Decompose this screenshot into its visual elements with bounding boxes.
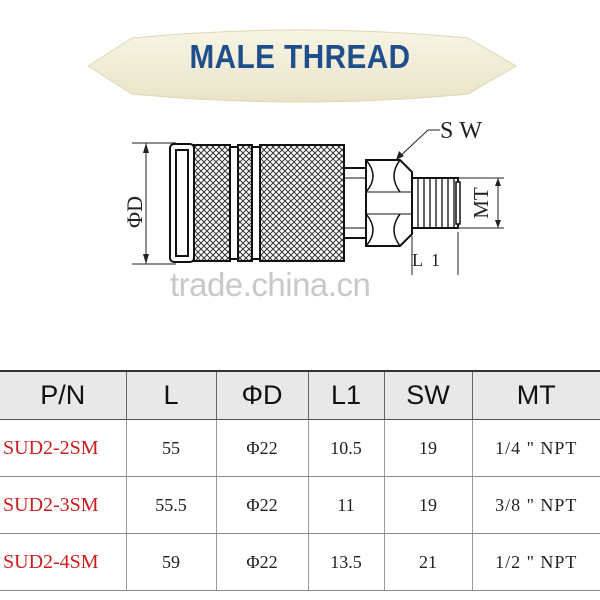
body-tube bbox=[343, 167, 367, 239]
mt-cell: 1/4 " NPT bbox=[471, 419, 600, 477]
diameter-label: ΦD bbox=[122, 196, 147, 228]
part-number: SUD2-4SM bbox=[0, 533, 126, 591]
hex-nut bbox=[365, 159, 413, 247]
page-title: MALE THREAD bbox=[189, 38, 411, 75]
mt-cell: 1/2 " NPT bbox=[471, 533, 600, 591]
table-row: SUD2-3SM 55.5 Φ22 11 19 3/8 " NPT bbox=[0, 476, 600, 534]
table-header-row: P/N L ΦD L1 SW MT bbox=[0, 370, 600, 420]
column-header-pn: P/N bbox=[0, 370, 126, 420]
diameter-cell: Φ22 bbox=[215, 419, 308, 477]
column-header-d: ΦD bbox=[215, 370, 308, 420]
column-header-sw: SW bbox=[383, 370, 472, 420]
column-header-l1: L1 bbox=[307, 370, 384, 420]
column-header-l: L bbox=[125, 370, 216, 420]
l1-dimension: L1 bbox=[411, 232, 459, 275]
diameter-cell: Φ22 bbox=[215, 533, 308, 591]
diameter-cell: Φ22 bbox=[215, 476, 308, 534]
sw-cell: 21 bbox=[383, 533, 472, 591]
watermark: trade.china.cn bbox=[170, 266, 371, 303]
l1-cell: 11 bbox=[307, 476, 384, 534]
table-row: SUD2-2SM 55 Φ22 10.5 19 1/4 " NPT bbox=[0, 419, 600, 477]
length-cell: 59 bbox=[125, 533, 216, 591]
part-number: SUD2-3SM bbox=[0, 476, 126, 534]
spec-table: P/N L ΦD L1 SW MT SUD2-2SM 55 Φ22 10.5 1… bbox=[0, 370, 600, 591]
part-number: SUD2-2SM bbox=[0, 419, 126, 477]
sw-label: SW bbox=[440, 118, 488, 144]
mt-dimension: MT bbox=[458, 177, 504, 229]
length-cell: 55.5 bbox=[125, 476, 216, 534]
l1-cell: 10.5 bbox=[307, 419, 384, 477]
table-row: SUD2-4SM 59 Φ22 13.5 21 1/2 " NPT bbox=[0, 533, 600, 591]
column-header-mt: MT bbox=[471, 370, 600, 420]
title-banner bbox=[87, 29, 517, 103]
knurled-sleeve bbox=[193, 144, 345, 262]
l1-cell: 13.5 bbox=[307, 533, 384, 591]
l1-label: L1 bbox=[412, 250, 448, 270]
mt-cell: 3/8 " NPT bbox=[471, 476, 600, 534]
male-thread bbox=[411, 177, 461, 229]
banner-arrow-shape bbox=[87, 29, 517, 103]
sw-callout: SW bbox=[395, 118, 488, 161]
mt-label: MT bbox=[469, 187, 493, 219]
front-ring bbox=[169, 143, 195, 263]
sw-cell: 19 bbox=[383, 419, 472, 477]
diameter-dimension: ΦD bbox=[122, 142, 176, 265]
length-cell: 55 bbox=[125, 419, 216, 477]
sw-cell: 19 bbox=[383, 476, 472, 534]
coupler-drawing: ΦD SW bbox=[122, 118, 504, 275]
